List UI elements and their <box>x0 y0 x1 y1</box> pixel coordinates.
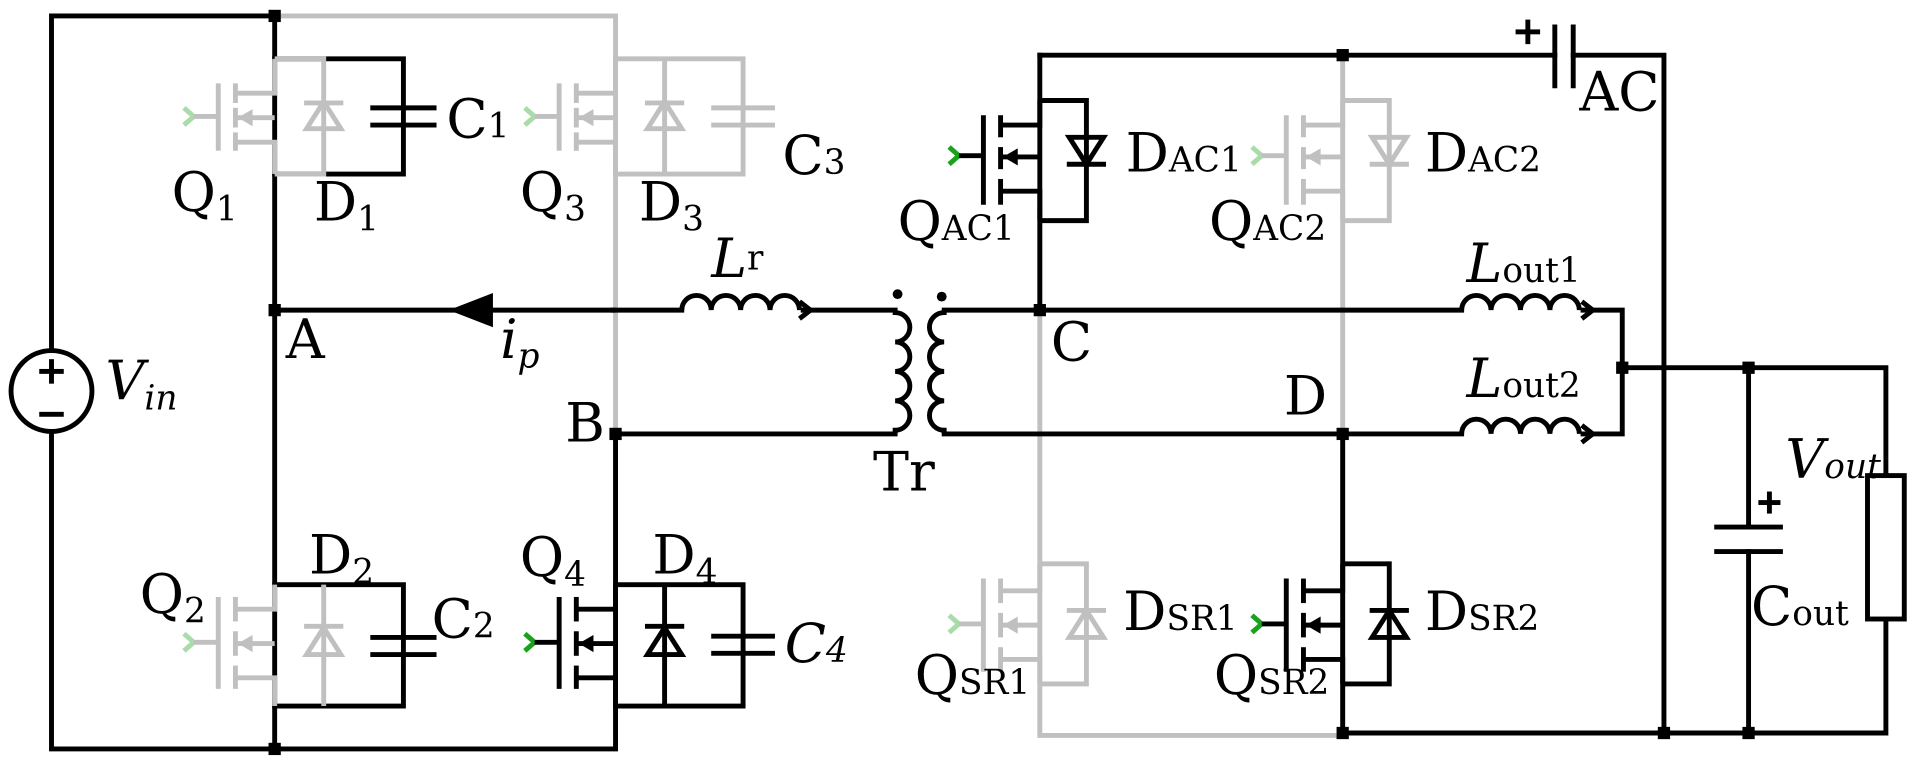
label-lout2: Lout2 <box>1466 347 1581 410</box>
label-node-c: C <box>1051 310 1092 373</box>
label-dac1: DAC1 <box>1126 122 1242 185</box>
switch-qsr2 <box>1250 561 1411 687</box>
inductor-lout1 <box>1459 293 1597 321</box>
switch-q4 <box>523 584 775 707</box>
label-vin: Vin <box>105 350 177 419</box>
switch-q3 <box>523 58 775 175</box>
junction-dots <box>268 9 1755 756</box>
current-arrow-ip <box>448 292 493 328</box>
label-qac1: QAC1 <box>898 190 1015 253</box>
label-node-d: D <box>1284 364 1327 427</box>
label-qsr1: QSR1 <box>915 644 1030 707</box>
switch-qac1 <box>947 98 1109 224</box>
transformer-dot-secondary <box>936 291 947 302</box>
inductor-lr <box>679 293 815 321</box>
label-qsr2: QSR2 <box>1214 644 1329 707</box>
label-lr: Lr <box>710 227 764 290</box>
label-capacitor-ac: AC <box>1578 60 1659 123</box>
transformer <box>892 310 947 434</box>
transformer-dot-primary <box>892 289 903 300</box>
label-c3: C3 <box>782 124 845 187</box>
label-dac2: DAC2 <box>1425 122 1541 185</box>
switch-q1 <box>182 56 346 177</box>
label-qac2: QAC2 <box>1209 190 1326 253</box>
label-d4: D4 <box>652 524 717 593</box>
label-node-b: B <box>565 391 605 454</box>
capacitor-c1 <box>370 105 437 128</box>
switch-qac2 <box>1250 98 1411 224</box>
capacitor-ac <box>1552 24 1576 89</box>
label-cout: Cout <box>1751 575 1849 638</box>
label-vout: Vout <box>1785 428 1881 491</box>
label-c4: C4 <box>785 612 848 675</box>
label-q2: Q2 <box>140 563 206 632</box>
label-lout1: Lout1 <box>1466 232 1581 295</box>
label-q4: Q4 <box>520 526 586 595</box>
switch-qsr1 <box>947 561 1109 687</box>
label-q1: Q1 <box>172 161 238 230</box>
label-d2: D2 <box>309 524 374 593</box>
label-node-a: A <box>285 308 326 371</box>
label-ip: ip <box>500 308 539 377</box>
label-c1: C1 <box>446 87 509 150</box>
capacitor-cout <box>1714 524 1783 555</box>
label-dsr2: DSR2 <box>1425 580 1539 643</box>
load-resistor <box>1865 473 1907 622</box>
label-d1: D1 <box>314 171 379 240</box>
switch-q2 <box>182 584 346 707</box>
inductor-lout2 <box>1459 416 1597 445</box>
active-wiring <box>49 13 1889 752</box>
label-c2: C2 <box>432 587 495 650</box>
label-q3: Q3 <box>520 161 586 230</box>
label-transformer: Tr <box>873 440 935 503</box>
voltage-source-vin <box>8 348 95 434</box>
capacitor-c2 <box>370 634 437 658</box>
label-d3: D3 <box>639 171 704 240</box>
label-dsr1: DSR1 <box>1123 580 1237 643</box>
